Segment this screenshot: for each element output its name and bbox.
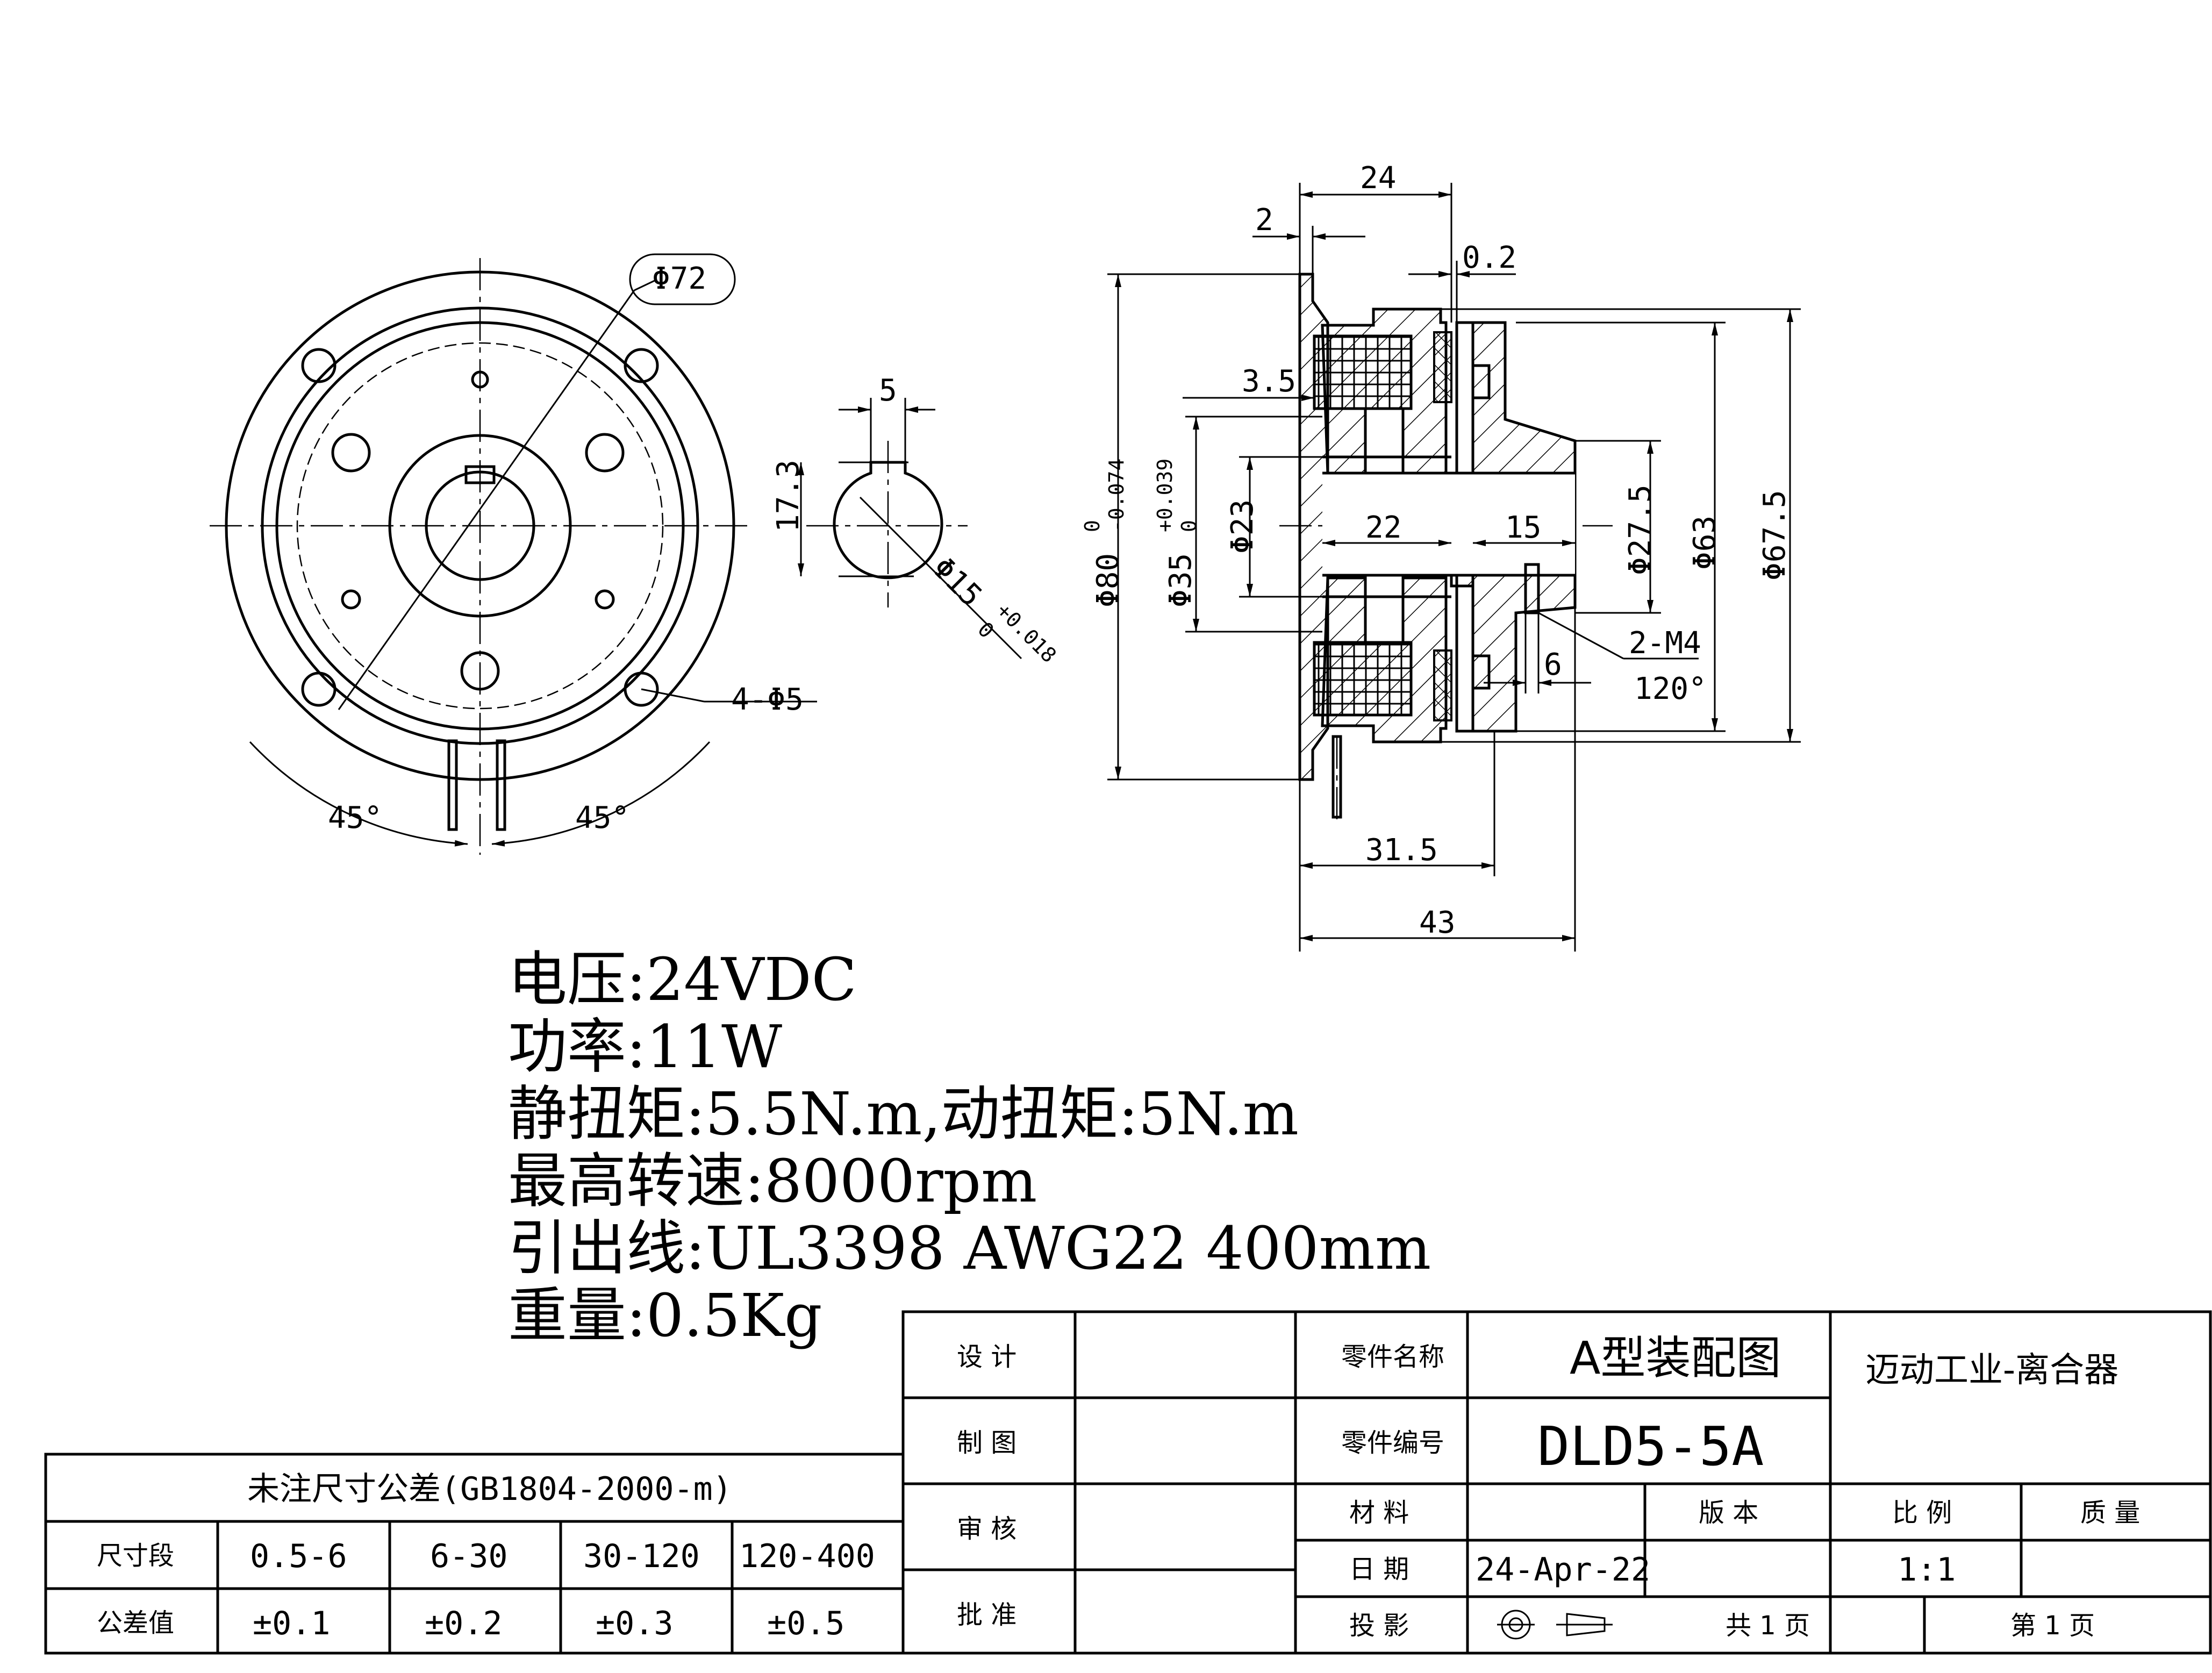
dim-outer-diameter: Φ72	[652, 261, 706, 296]
dim-bore-tol-lower: 0	[973, 617, 998, 642]
range-cell: 30-120	[583, 1538, 700, 1575]
dim-keyway-height: 17.3	[771, 460, 806, 532]
mounting-hole	[624, 348, 659, 383]
label-date: 日 期	[1349, 1554, 1409, 1584]
thread-note: 2-M4	[1629, 626, 1701, 661]
dim-phi63: Φ63	[1687, 516, 1722, 570]
mounting-hole	[624, 671, 659, 707]
dim-bore-tol-upper: +0.018	[992, 598, 1061, 667]
label-review: 审 核	[957, 1514, 1016, 1544]
value-cell: ±0.1	[253, 1605, 331, 1642]
value-cell: ±0.5	[767, 1605, 845, 1642]
dim-phi27-5: Φ27.5	[1623, 484, 1658, 575]
date-value: 24-Apr-22	[1476, 1551, 1650, 1589]
label-draw: 制 图	[957, 1428, 1016, 1458]
front-view: Φ72 4-Φ5 45° 45°	[210, 253, 817, 855]
label-scale: 比 例	[1892, 1498, 1952, 1528]
coil-upper	[1313, 334, 1413, 410]
spec-weight: 重量:0.5Kg	[508, 1281, 822, 1350]
angle-right: 45°	[575, 800, 629, 835]
label-version: 版 本	[1699, 1498, 1758, 1528]
dim-24: 24	[1360, 161, 1396, 196]
value-cell: ±0.3	[596, 1605, 674, 1642]
spec-list: 电压:24VDC 功率:11W 静扭矩:5.5N.m,动扭矩:5N.m 最高转速…	[508, 945, 1431, 1350]
dim-22: 22	[1365, 510, 1401, 545]
dim-keyway-width: 5	[879, 373, 897, 408]
spec-power: 功率:11W	[508, 1012, 782, 1081]
row-label-value: 公差值	[97, 1608, 174, 1638]
section-view: 24 2 0.2 3.5 22 15 6 2-M4 120° 31.5 43	[1080, 161, 1801, 952]
dim-phi35: Φ35	[1163, 553, 1198, 607]
thread-angle: 120°	[1634, 671, 1707, 706]
angle-left: 45°	[328, 800, 382, 835]
friction-pad-lower	[1433, 649, 1452, 721]
dim-0-2: 0.2	[1462, 240, 1516, 275]
label-mass: 质 量	[2080, 1498, 2140, 1528]
dim-phi80-tol-upper: 0	[1080, 520, 1104, 532]
title-block: 设 计 制 图 审 核 批 准 零件名称 A型装配图 零件编号 DLD5-5A …	[901, 1310, 2212, 1655]
dim-31-5: 31.5	[1365, 833, 1438, 868]
coil-lower	[1313, 641, 1413, 717]
dim-6: 6	[1544, 647, 1562, 682]
range-cell: 0.5-6	[250, 1538, 347, 1575]
row-label-range: 尺寸段	[97, 1541, 174, 1571]
keyway-bore	[833, 461, 943, 580]
dim-hole-count: 4-Φ5	[731, 682, 804, 717]
dim-43: 43	[1419, 905, 1455, 940]
dim-3-5: 3.5	[1242, 364, 1296, 399]
dim-phi35-tol-lower: 0	[1177, 520, 1201, 532]
total-pages: 共 1 页	[1726, 1611, 1810, 1641]
dim-bore: Φ15	[926, 550, 989, 613]
mounting-hole	[301, 348, 337, 383]
label-approve: 批 准	[957, 1600, 1016, 1630]
projection-icon	[1497, 1610, 1613, 1640]
label-material: 材 料	[1349, 1498, 1409, 1528]
dim-phi80: Φ80	[1091, 553, 1126, 607]
label-part-name: 零件名称	[1341, 1342, 1444, 1372]
keyway-view: 17.3 5 Φ15 +0.018 0	[771, 373, 1061, 667]
dim-15: 15	[1505, 510, 1541, 545]
part-name: A型装配图	[1570, 1332, 1781, 1384]
part-no: DLD5-5A	[1537, 1415, 1764, 1478]
range-cell: 6-30	[430, 1538, 508, 1575]
dim-phi67-5: Φ67.5	[1757, 490, 1792, 581]
label-design: 设 计	[957, 1342, 1016, 1372]
value-cell: ±0.2	[425, 1605, 503, 1642]
company-name: 迈动工业-离合器	[1865, 1350, 2118, 1390]
page-number: 第 1 页	[2010, 1611, 2095, 1641]
mounting-hole	[301, 671, 337, 707]
outer-flange-circle	[225, 270, 735, 781]
tolerance-table: 未注尺寸公差(GB1804-2000-m) 尺寸段 公差值 0.5-6 6-30…	[44, 1453, 905, 1655]
dim-2: 2	[1255, 203, 1273, 238]
scale-value: 1:1	[1898, 1551, 1956, 1589]
label-projection: 投 影	[1349, 1611, 1409, 1641]
range-cell: 120-400	[739, 1538, 875, 1575]
tolerance-title: 未注尺寸公差(GB1804-2000-m)	[247, 1470, 732, 1508]
friction-pad-upper	[1433, 331, 1452, 403]
label-part-no: 零件编号	[1341, 1428, 1444, 1458]
dim-phi35-tol-upper: +0.039	[1153, 459, 1177, 532]
spec-torque: 静扭矩:5.5N.m,动扭矩:5N.m	[508, 1079, 1299, 1148]
dim-phi80-tol-lower: -0.074	[1105, 459, 1128, 532]
spec-lead-wire: 引出线:UL3398 AWG22 400mm	[508, 1214, 1431, 1283]
dim-phi23: Φ23	[1225, 499, 1260, 554]
spec-voltage: 电压:24VDC	[508, 945, 857, 1014]
spec-speed: 最高转速:8000rpm	[508, 1147, 1037, 1216]
